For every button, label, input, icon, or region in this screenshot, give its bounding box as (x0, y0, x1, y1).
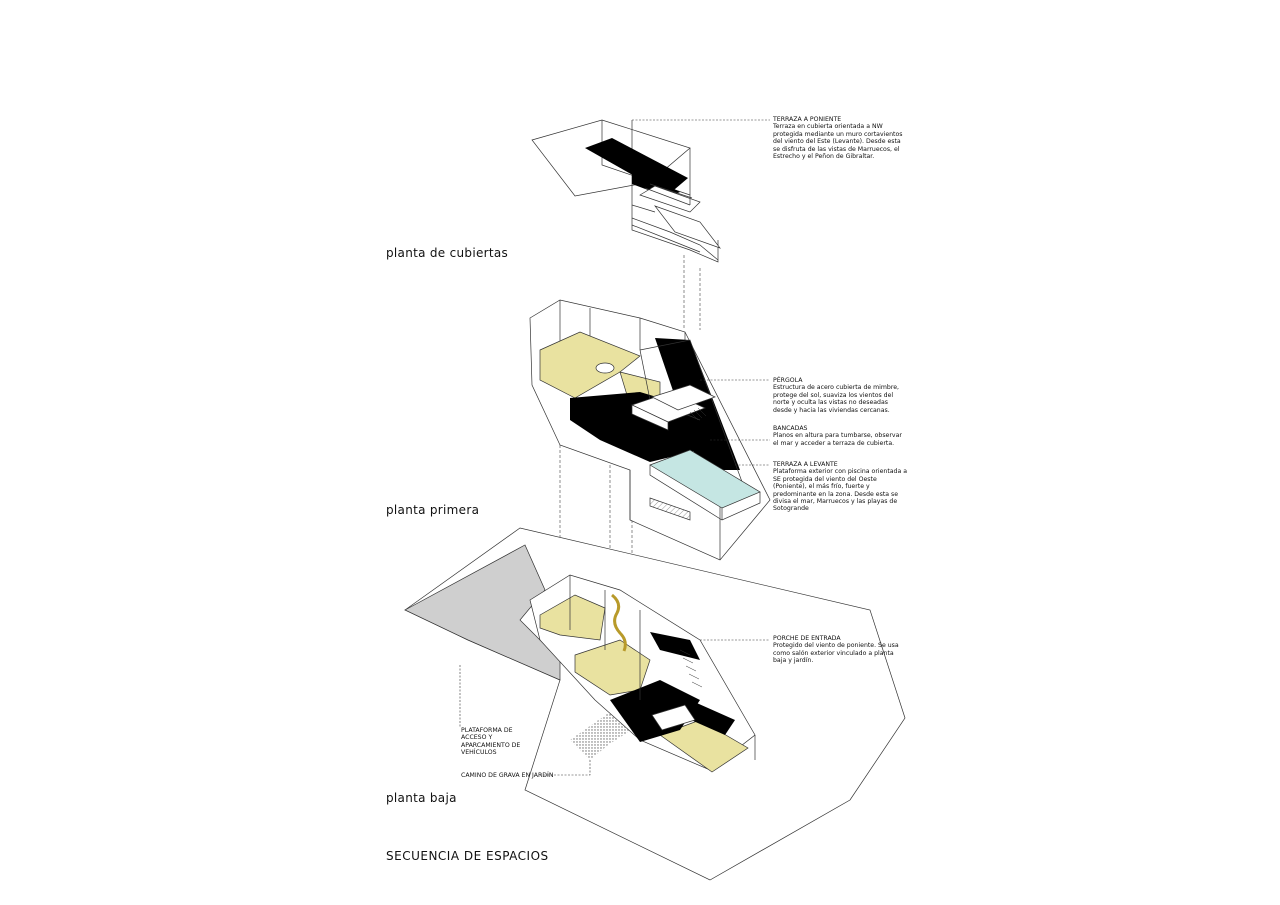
label-line: PLATAFORMA DE (461, 727, 513, 734)
note-body: Terraza en cubierta orientada a NW prote… (773, 123, 903, 161)
roof-plan (531, 119, 722, 263)
note-heading: TERRAZA A LEVANTE (773, 461, 838, 468)
ground-floor (529, 574, 756, 773)
label-plataforma: PLATAFORMA DE ACCESO Y APARCAMIENTO DE V… (461, 727, 520, 757)
label-line: VEHÍCULOS (461, 749, 497, 757)
note-bancadas: BANCADAS Planos en altura para tumbarse,… (773, 425, 908, 447)
label-line: APARCAMIENTO DE (461, 741, 521, 749)
level-label-ground: planta baja (386, 791, 457, 805)
note-heading: TERRAZA A PONIENTE (773, 116, 842, 123)
note-body: Estructura de acero cubierta de mimbre, … (773, 384, 900, 414)
note-porche: PORCHE DE ENTRADA Protegido del viento d… (773, 635, 908, 665)
label-line: ACCESO Y (461, 734, 493, 742)
note-heading: PORCHE DE ENTRADA (773, 635, 841, 642)
label-camino: CAMINO DE GRAVA EN JARDÍN (461, 772, 554, 779)
note-pergola: PÉRGOLA Estructura de acero cubierta de … (773, 377, 908, 414)
note-body: Planos en altura para tumbarse, observar… (773, 432, 902, 447)
note-heading: BANCADAS (773, 425, 808, 432)
note-heading: PÉRGOLA (773, 377, 803, 384)
level-label-roof: planta de cubiertas (386, 246, 509, 260)
leader-lines (459, 119, 770, 776)
note-terraza-levante: TERRAZA A LEVANTE Plataforma exterior co… (773, 461, 908, 513)
page-title: SECUENCIA DE ESPACIOS (386, 849, 549, 863)
level-label-first: planta primera (386, 503, 480, 517)
note-body: Protegido del viento de poniente. Se usa… (773, 642, 899, 665)
first-floor (529, 299, 771, 561)
note-terraza-poniente: TERRAZA A PONIENTE Terraza en cubierta o… (773, 116, 908, 160)
note-body: Plataforma exterior con piscina orientad… (773, 468, 908, 513)
